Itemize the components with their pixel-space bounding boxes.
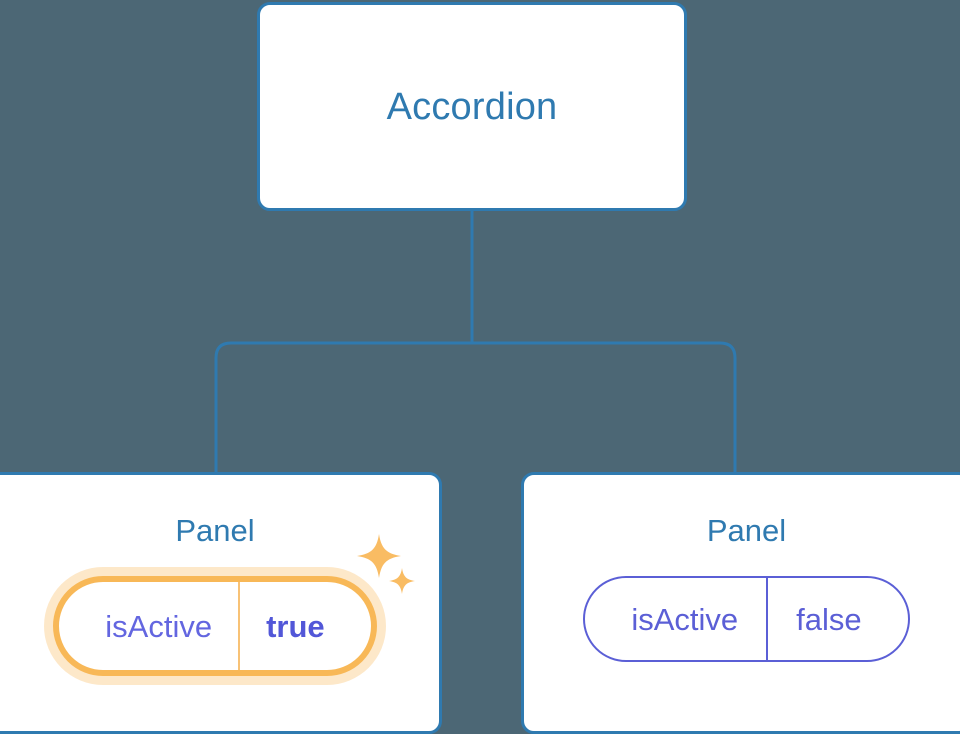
edge-split-bar	[214, 341, 737, 472]
prop-pill-isactive-false[interactable]: isActive false	[583, 576, 910, 662]
prop-key-label: isActive	[631, 601, 739, 637]
sparkle-icon	[389, 568, 415, 594]
prop-value-label: false	[766, 578, 907, 660]
prop-value-label: true	[238, 582, 371, 670]
node-panel-active-label: Panel	[175, 513, 255, 548]
node-panel-active[interactable]: Panel isActive true	[0, 472, 442, 734]
prop-key-label: isActive	[105, 608, 213, 644]
prop-pill-isactive-true[interactable]: isActive true	[53, 576, 377, 676]
prop-pill-wrap-inactive: isActive false	[524, 576, 960, 662]
node-accordion-label: Accordion	[386, 85, 558, 128]
node-accordion[interactable]: Accordion	[257, 2, 687, 211]
node-panel-inactive-label: Panel	[706, 513, 787, 548]
prop-pill-wrap-active: isActive true	[0, 534, 439, 676]
node-panel-inactive[interactable]: Panel isActive false	[521, 472, 960, 734]
